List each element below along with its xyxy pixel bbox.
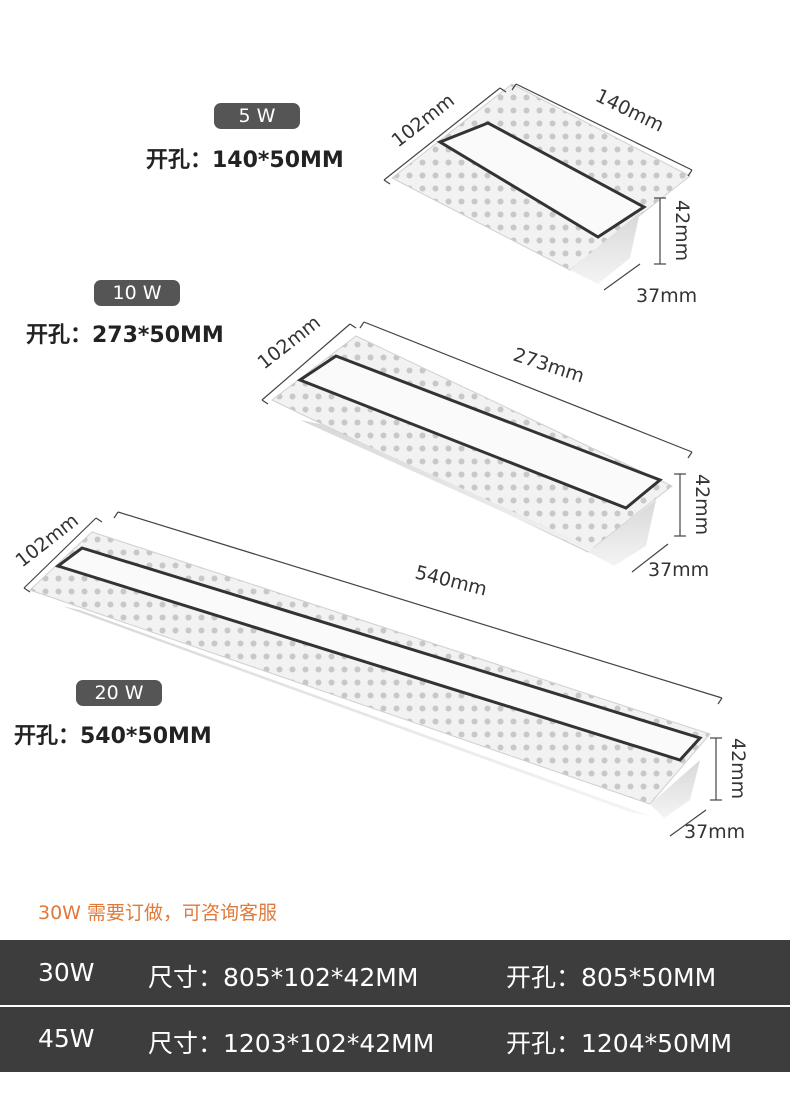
dim-height-10w: 42mm xyxy=(691,474,713,535)
dim-length-20w: 540mm xyxy=(413,562,489,601)
dimension-lines-5w xyxy=(383,83,693,291)
row-cutout: 开孔：1204*50MM xyxy=(506,1029,733,1058)
cutout-spec-5w: 开孔：140*50MM xyxy=(146,148,344,173)
dimension-lines-20w xyxy=(23,511,723,837)
fixture-10w xyxy=(271,335,673,566)
row-size: 尺寸：1203*102*42MM xyxy=(148,1029,435,1058)
row-size: 尺寸：805*102*42MM xyxy=(148,963,419,992)
power-badge-20w: 20 W xyxy=(76,680,162,706)
fixture-5w xyxy=(391,83,691,284)
dim-length-10w: 273mm xyxy=(510,344,587,388)
table-row: 45W 尺寸：1203*102*42MM 开孔：1204*50MM xyxy=(0,1006,790,1070)
dim-depth-5w: 37mm xyxy=(636,285,697,307)
table-row: 30W 尺寸：805*102*42MM 开孔：805*50MM xyxy=(0,940,790,1004)
custom-order-note: 30W 需要订做，可咨询客服 xyxy=(38,902,278,924)
fixture-20w xyxy=(29,531,711,818)
dim-length-5w: 140mm xyxy=(592,85,668,137)
dim-width-10w: 102mm xyxy=(254,311,325,373)
power-badge-10w: 10 W xyxy=(94,280,180,306)
table-divider xyxy=(0,1005,790,1007)
dimension-lines-10w xyxy=(261,321,693,573)
cutout-spec-20w: 开孔：540*50MM xyxy=(14,724,212,749)
dim-depth-20w: 37mm xyxy=(684,821,745,843)
row-power: 45W xyxy=(38,1024,95,1053)
dim-height-20w: 42mm xyxy=(727,738,749,799)
cutout-spec-10w: 开孔：273*50MM xyxy=(26,323,224,348)
spec-table: 30W 尺寸：805*102*42MM 开孔：805*50MM 45W 尺寸：1… xyxy=(0,940,790,1072)
dim-depth-10w: 37mm xyxy=(648,559,709,581)
row-power: 30W xyxy=(38,958,95,987)
row-cutout: 开孔：805*50MM xyxy=(506,963,717,992)
power-badge-5w: 5 W xyxy=(214,103,300,129)
dim-height-5w: 42mm xyxy=(671,200,693,261)
